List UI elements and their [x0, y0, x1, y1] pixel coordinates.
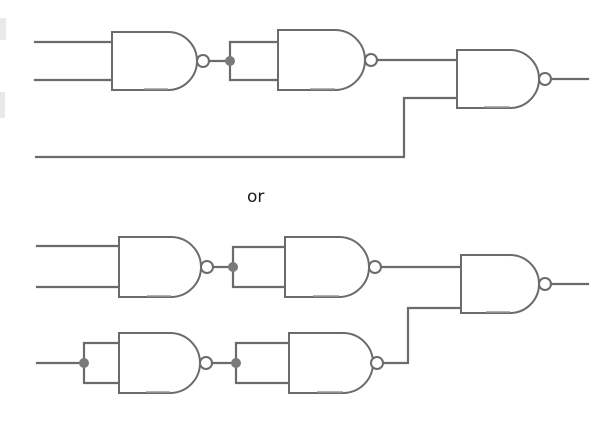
- nand-gate-bottom-b: [284, 236, 382, 298]
- inverter-bubble: [196, 54, 210, 68]
- top-tie-inputs-2: [228, 40, 280, 82]
- junction-dot: [231, 358, 241, 368]
- nand-gate-bottom-d: [288, 332, 384, 394]
- bottom-tie-inputs-b: [231, 245, 287, 289]
- inverter-bubble: [538, 72, 552, 86]
- bottom-circuit: [35, 236, 590, 394]
- inverter-bubble: [538, 277, 552, 291]
- top-circuit: [33, 29, 590, 159]
- separator-or-label: or: [247, 187, 264, 207]
- inverter-bubble: [364, 53, 378, 67]
- nand-gate-bottom-c: [118, 332, 213, 394]
- nand-gate-top-2: [277, 29, 378, 91]
- inverter-bubble: [200, 260, 214, 274]
- inverter-bubble: [368, 260, 382, 274]
- nand-gate-top-1: [111, 31, 210, 91]
- nand-gate-bottom-a: [118, 236, 214, 298]
- nand-gate-bottom-f: [460, 254, 552, 314]
- scan-artifact: [0, 92, 5, 118]
- junction-dot: [79, 358, 89, 368]
- scan-artifact: [0, 18, 6, 40]
- nand-gate-top-3: [456, 49, 552, 109]
- bottom-tie-inputs-d: [234, 341, 291, 385]
- top-long-input-wire: [34, 96, 459, 159]
- inverter-bubble: [370, 356, 384, 370]
- bottom-link-d-f: [381, 306, 463, 365]
- junction-dot: [228, 262, 238, 272]
- junction-dot: [225, 56, 235, 66]
- inverter-bubble: [199, 356, 213, 370]
- bottom-tie-inputs-c: [82, 341, 121, 385]
